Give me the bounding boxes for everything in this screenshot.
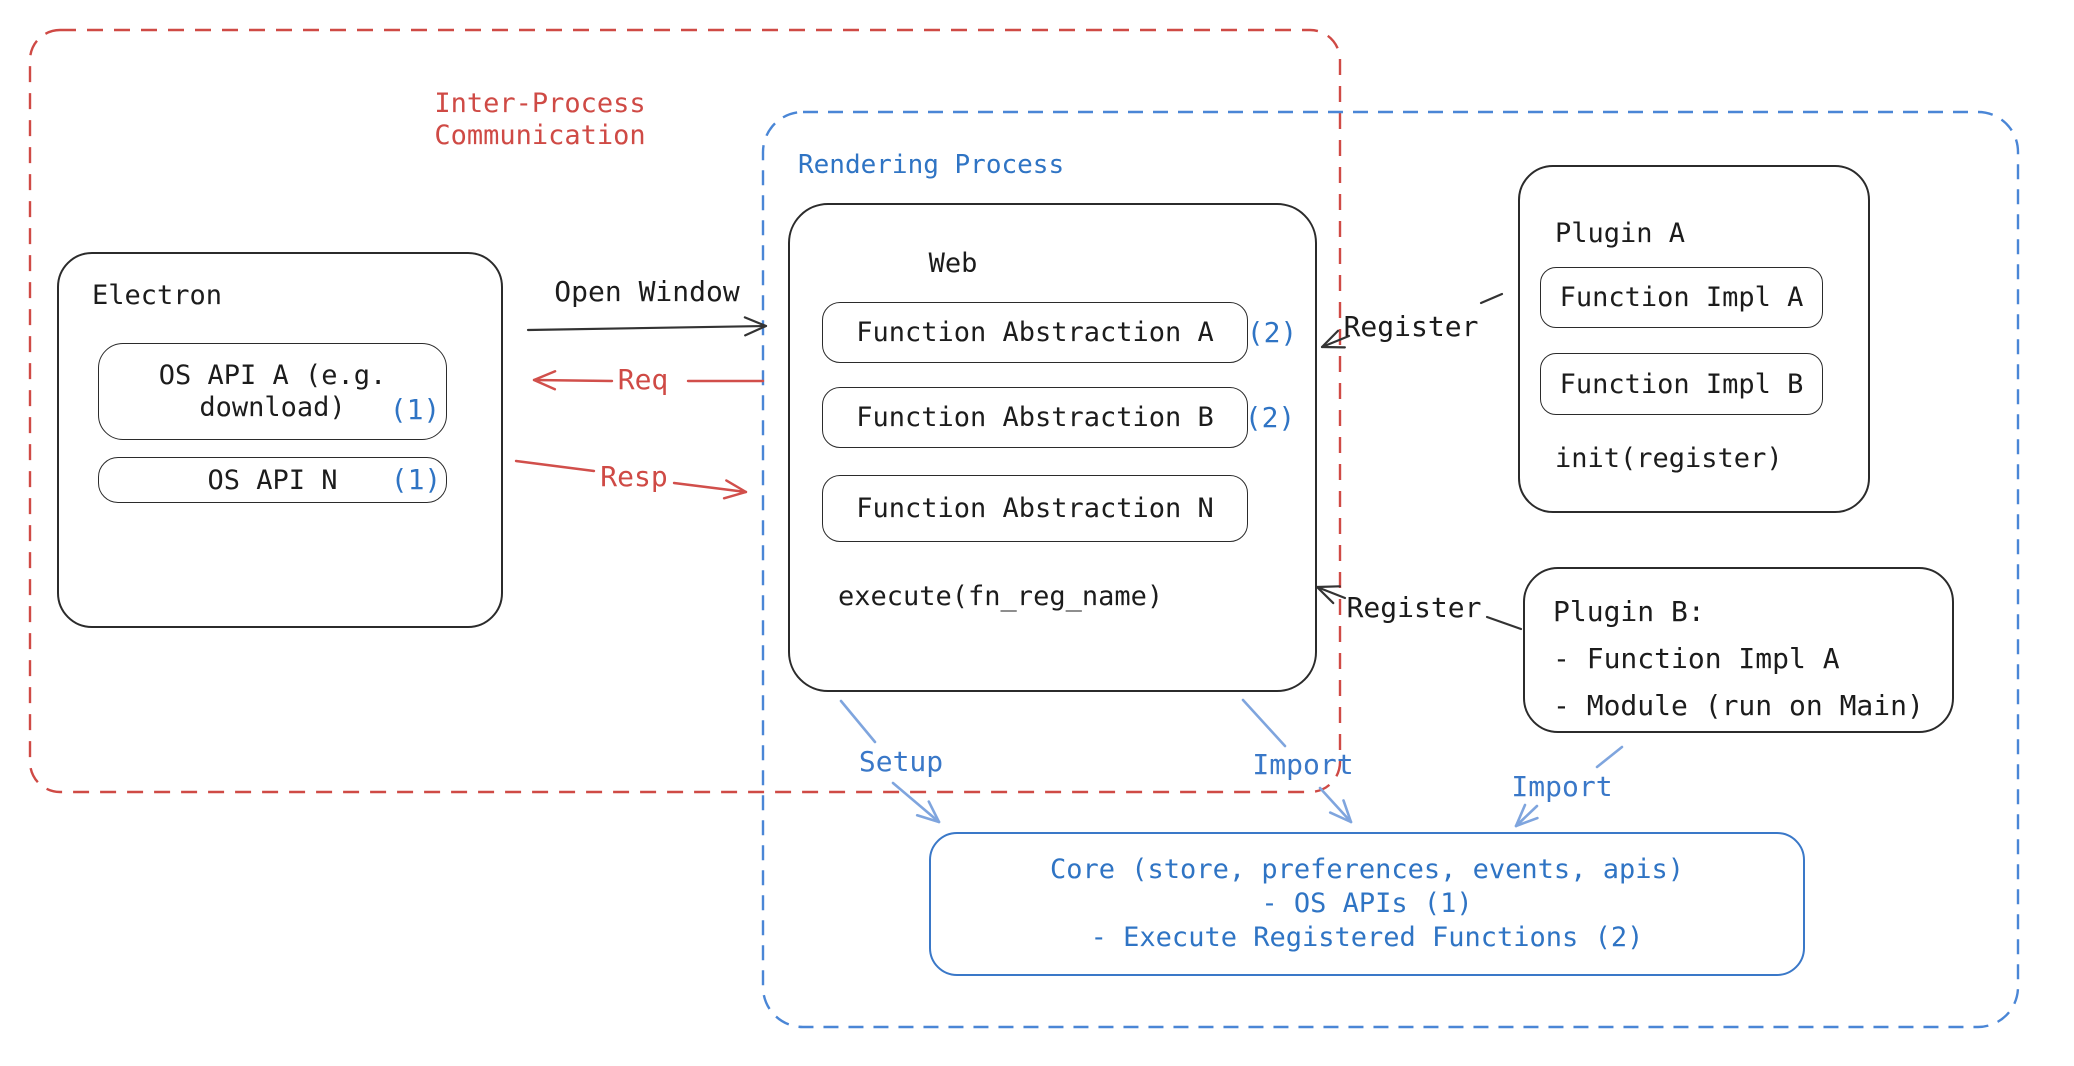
plugin-b-text: Plugin B: - Function Impl A - Module (ru… bbox=[1553, 595, 1924, 722]
os-api-n-label: OS API N bbox=[207, 464, 338, 496]
function-impl-a-label: Function Impl A bbox=[1559, 282, 1804, 313]
setup-arrow bbox=[839, 699, 941, 824]
resp-arrow bbox=[514, 459, 748, 500]
register-a-arrow bbox=[1320, 292, 1504, 349]
function-abstraction-a-badge: (2) bbox=[1246, 316, 1298, 349]
register-b-label: Register bbox=[1346, 591, 1482, 624]
register-b-arrow bbox=[1315, 585, 1523, 631]
import-plugin-label: Import bbox=[1511, 770, 1613, 803]
import-plugin-arrow bbox=[1514, 745, 1624, 828]
req-arrow bbox=[532, 370, 765, 391]
electron-title: Electron bbox=[92, 280, 223, 311]
function-abstraction-a-label: Function Abstraction A bbox=[856, 317, 1214, 348]
function-abstraction-b-label: Function Abstraction B bbox=[856, 402, 1214, 433]
open-window-label: Open Window bbox=[554, 275, 740, 308]
os-api-a-label: OS API A (e.g. download) bbox=[158, 359, 387, 423]
os-api-a-badge: (1) bbox=[389, 393, 441, 426]
web-title: Web bbox=[928, 248, 978, 279]
import-web-arrow bbox=[1241, 698, 1353, 824]
init-register-label: init(register) bbox=[1555, 443, 1783, 474]
os-api-n-badge: (1) bbox=[390, 463, 442, 496]
os-api-n-box: OS API N bbox=[98, 457, 447, 503]
function-abstraction-b-box: Function Abstraction B bbox=[822, 387, 1248, 448]
rendering-process-label: Rendering Process bbox=[798, 150, 1065, 180]
import-web-label: Import bbox=[1252, 748, 1354, 781]
function-abstraction-a-box: Function Abstraction A bbox=[822, 302, 1248, 363]
rendering-process-boundary bbox=[761, 110, 2020, 1029]
setup-label: Setup bbox=[858, 745, 944, 778]
ipc-boundary bbox=[28, 28, 1342, 794]
register-a-label: Register bbox=[1343, 310, 1479, 343]
plugin-a-box bbox=[1518, 165, 1870, 513]
open-window-arrow bbox=[526, 316, 768, 337]
req-label: Req bbox=[617, 363, 669, 396]
electron-box bbox=[57, 252, 503, 628]
function-abstraction-b-badge: (2) bbox=[1244, 401, 1296, 434]
function-impl-a-box: Function Impl A bbox=[1540, 267, 1823, 328]
web-box bbox=[788, 203, 1317, 692]
os-api-a-box: OS API A (e.g. download) bbox=[98, 343, 447, 440]
ipc-boundary-label: Inter-Process Communication bbox=[434, 88, 646, 151]
function-impl-b-box: Function Impl B bbox=[1540, 353, 1823, 415]
plugin-a-title: Plugin A bbox=[1555, 218, 1686, 249]
execute-label: execute(fn_reg_name) bbox=[838, 581, 1164, 612]
core-box: Core (store, preferences, events, apis) … bbox=[929, 832, 1805, 976]
resp-label: Resp bbox=[600, 460, 668, 493]
core-text: Core (store, preferences, events, apis) … bbox=[1050, 854, 1684, 953]
function-abstraction-n-box: Function Abstraction N bbox=[822, 475, 1248, 542]
function-abstraction-n-label: Function Abstraction N bbox=[856, 493, 1214, 524]
plugin-b-box bbox=[1523, 567, 1954, 733]
function-impl-b-label: Function Impl B bbox=[1559, 368, 1804, 400]
